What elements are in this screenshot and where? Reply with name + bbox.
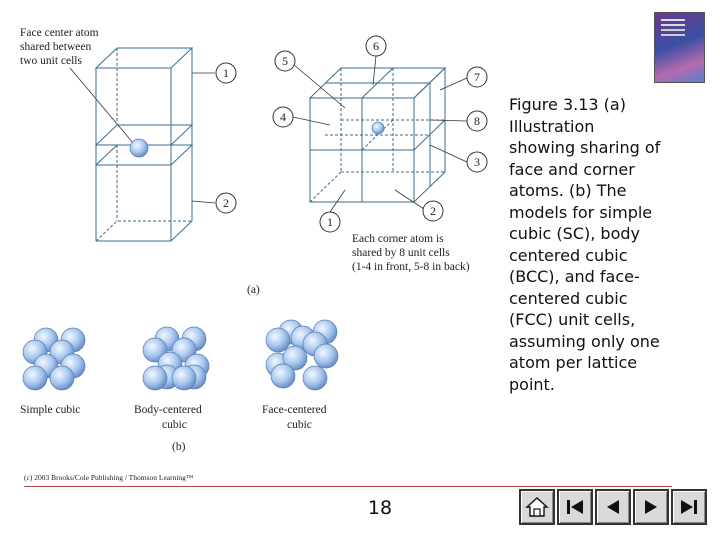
right-marker-7: 7 bbox=[439, 66, 488, 91]
simple-cubic-label: Simple cubic bbox=[20, 404, 80, 416]
svg-text:3: 3 bbox=[474, 155, 480, 169]
footer-divider bbox=[24, 486, 672, 487]
home-button[interactable] bbox=[519, 489, 555, 525]
corner-atom bbox=[371, 121, 385, 135]
svg-text:2: 2 bbox=[430, 204, 436, 218]
first-slide-button[interactable] bbox=[557, 489, 593, 525]
svg-text:6: 6 bbox=[373, 39, 379, 53]
part-a-label: (a) bbox=[247, 284, 260, 296]
face-center-label-3: two unit cells bbox=[20, 55, 82, 67]
left-stacked-cells bbox=[94, 47, 194, 242]
left-marker-2: 2 bbox=[191, 192, 237, 214]
face-centered-model bbox=[265, 319, 339, 391]
face-center-atom bbox=[129, 138, 149, 158]
face-centered-label-2: cubic bbox=[287, 419, 312, 431]
face-center-label-1: Face center atom bbox=[20, 27, 99, 39]
svg-text:1: 1 bbox=[223, 66, 229, 80]
body-centered-label-1: Body-centered bbox=[134, 404, 202, 416]
face-centered-label-1: Face-centered bbox=[262, 404, 327, 416]
last-slide-button[interactable] bbox=[671, 489, 707, 525]
page-number: 18 bbox=[367, 497, 393, 519]
svg-text:7: 7 bbox=[474, 70, 480, 84]
next-slide-button[interactable] bbox=[633, 489, 669, 525]
simple-cubic-model bbox=[22, 327, 86, 391]
svg-text:8: 8 bbox=[474, 114, 480, 128]
face-center-label-2: shared between bbox=[20, 41, 91, 53]
corner-label-1: Each corner atom is bbox=[352, 233, 444, 245]
body-centered-model bbox=[142, 326, 210, 391]
svg-text:5: 5 bbox=[282, 54, 288, 68]
svg-text:2: 2 bbox=[223, 196, 229, 210]
figure-caption: Figure 3.13 (a) Illustration showing sha… bbox=[509, 95, 661, 394]
right-eight-cells bbox=[308, 66, 447, 204]
left-marker-1: 1 bbox=[192, 62, 237, 84]
next-slide-icon bbox=[645, 500, 657, 514]
right-marker-2: 2 bbox=[394, 189, 444, 222]
corner-label-3: (1-4 in front, 5-8 in back) bbox=[352, 261, 470, 273]
part-b-label: (b) bbox=[172, 441, 186, 453]
right-marker-8: 8 bbox=[429, 110, 488, 132]
right-marker-3: 3 bbox=[429, 144, 488, 173]
svg-text:4: 4 bbox=[280, 110, 286, 124]
slide-navigation bbox=[519, 489, 709, 525]
right-marker-4: 4 bbox=[272, 106, 331, 128]
textbook-cover-image bbox=[654, 12, 705, 83]
home-icon bbox=[525, 497, 549, 517]
svg-text:1: 1 bbox=[327, 215, 333, 229]
first-slide-icon bbox=[567, 500, 583, 514]
body-centered-label-2: cubic bbox=[162, 419, 187, 431]
previous-slide-icon bbox=[607, 500, 619, 514]
copyright-notice: (c) 2003 Brooks/Cole Publishing / Thomso… bbox=[24, 473, 194, 482]
face-center-leader bbox=[69, 67, 135, 145]
previous-slide-button[interactable] bbox=[595, 489, 631, 525]
last-slide-icon bbox=[681, 500, 697, 514]
corner-label-2: shared by 8 unit cells bbox=[352, 247, 450, 259]
right-marker-1: 1 bbox=[319, 189, 346, 233]
right-marker-6: 6 bbox=[365, 35, 387, 86]
right-marker-5: 5 bbox=[274, 50, 346, 109]
